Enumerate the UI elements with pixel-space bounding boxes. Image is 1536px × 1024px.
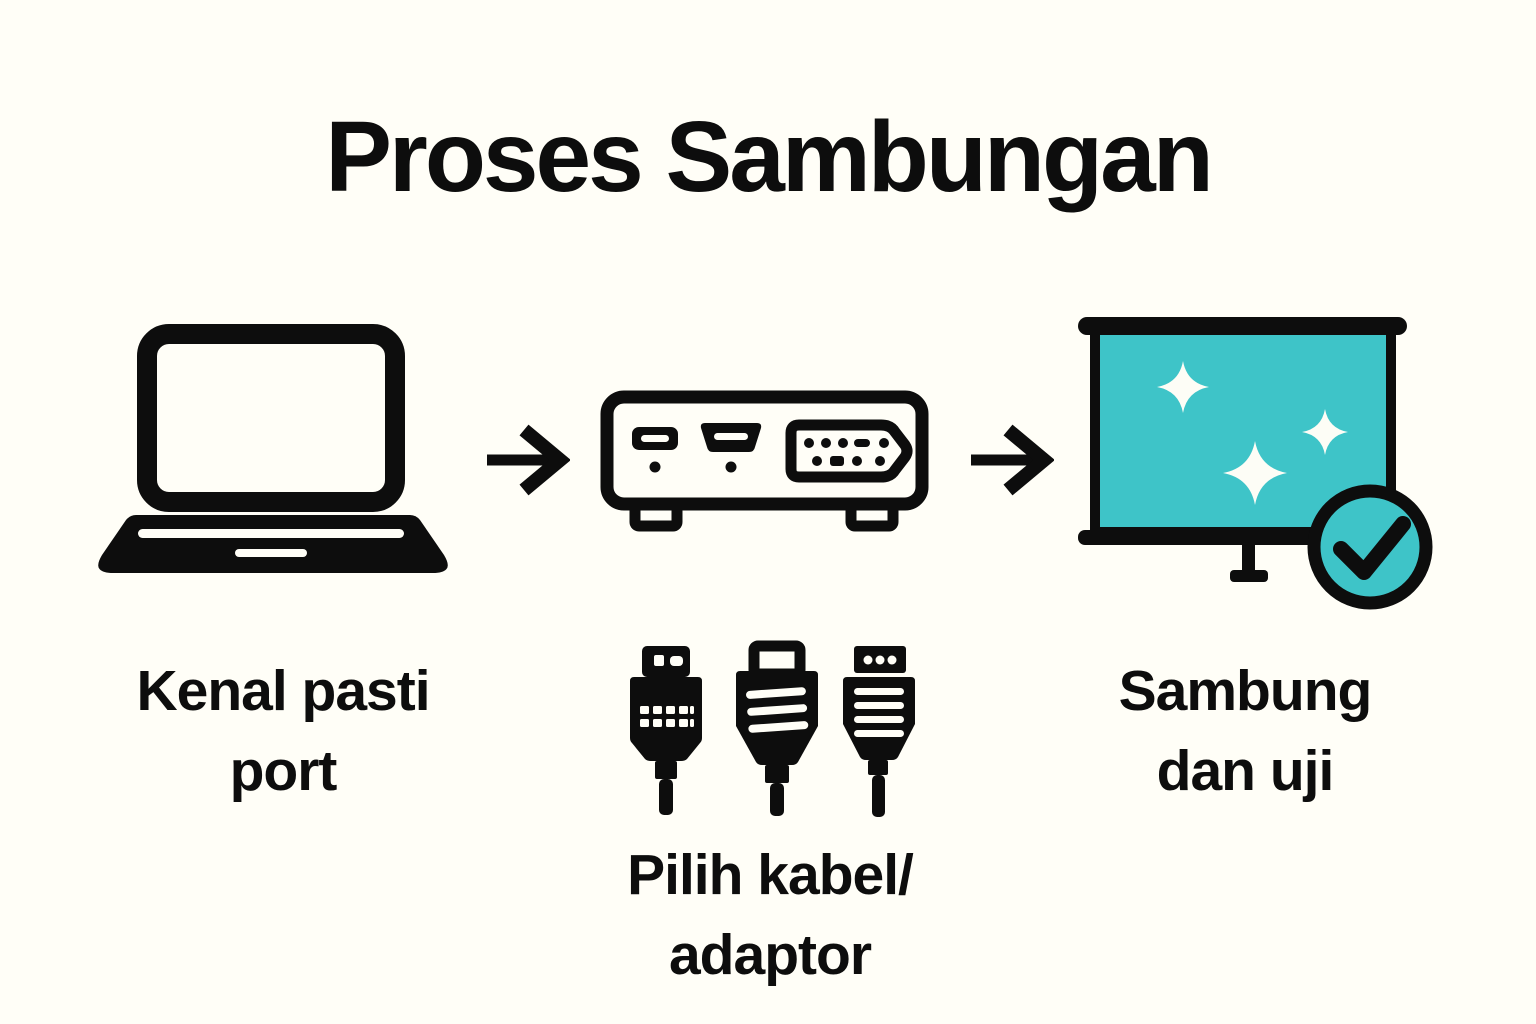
projector-screen-check-icon xyxy=(1078,316,1440,612)
step-label-line: dan uji xyxy=(1156,738,1335,803)
cable-connectors-icon xyxy=(630,640,938,818)
step-label-connect-test: Sambung dan uji xyxy=(1020,652,1470,812)
displayport-cable-icon xyxy=(843,646,915,817)
laptop-icon xyxy=(98,322,448,577)
step-label-line: Sambung xyxy=(1118,659,1373,723)
step-label-line: port xyxy=(229,738,338,803)
right-arrow-icon xyxy=(484,424,570,496)
checkmark-icon xyxy=(1307,484,1433,610)
right-arrow-icon xyxy=(968,424,1054,496)
step-label-line: Pilih kabel/ xyxy=(627,843,914,907)
adapter-box-icon xyxy=(599,390,929,540)
step-label-line: adaptor xyxy=(668,922,872,987)
usb-cable-icon xyxy=(630,646,702,815)
sparkles-icon xyxy=(1157,361,1348,505)
step-label-line: Kenal pasti xyxy=(136,659,430,723)
step-label-identify-port: Kenal pasti port xyxy=(58,652,508,812)
page-title: Proses Sambungan xyxy=(325,101,1214,213)
step-label-choose-cable: Pilih kabel/ adaptor xyxy=(545,836,995,996)
hdmi-cable-icon xyxy=(736,640,818,816)
vga-port-icon xyxy=(785,419,913,483)
